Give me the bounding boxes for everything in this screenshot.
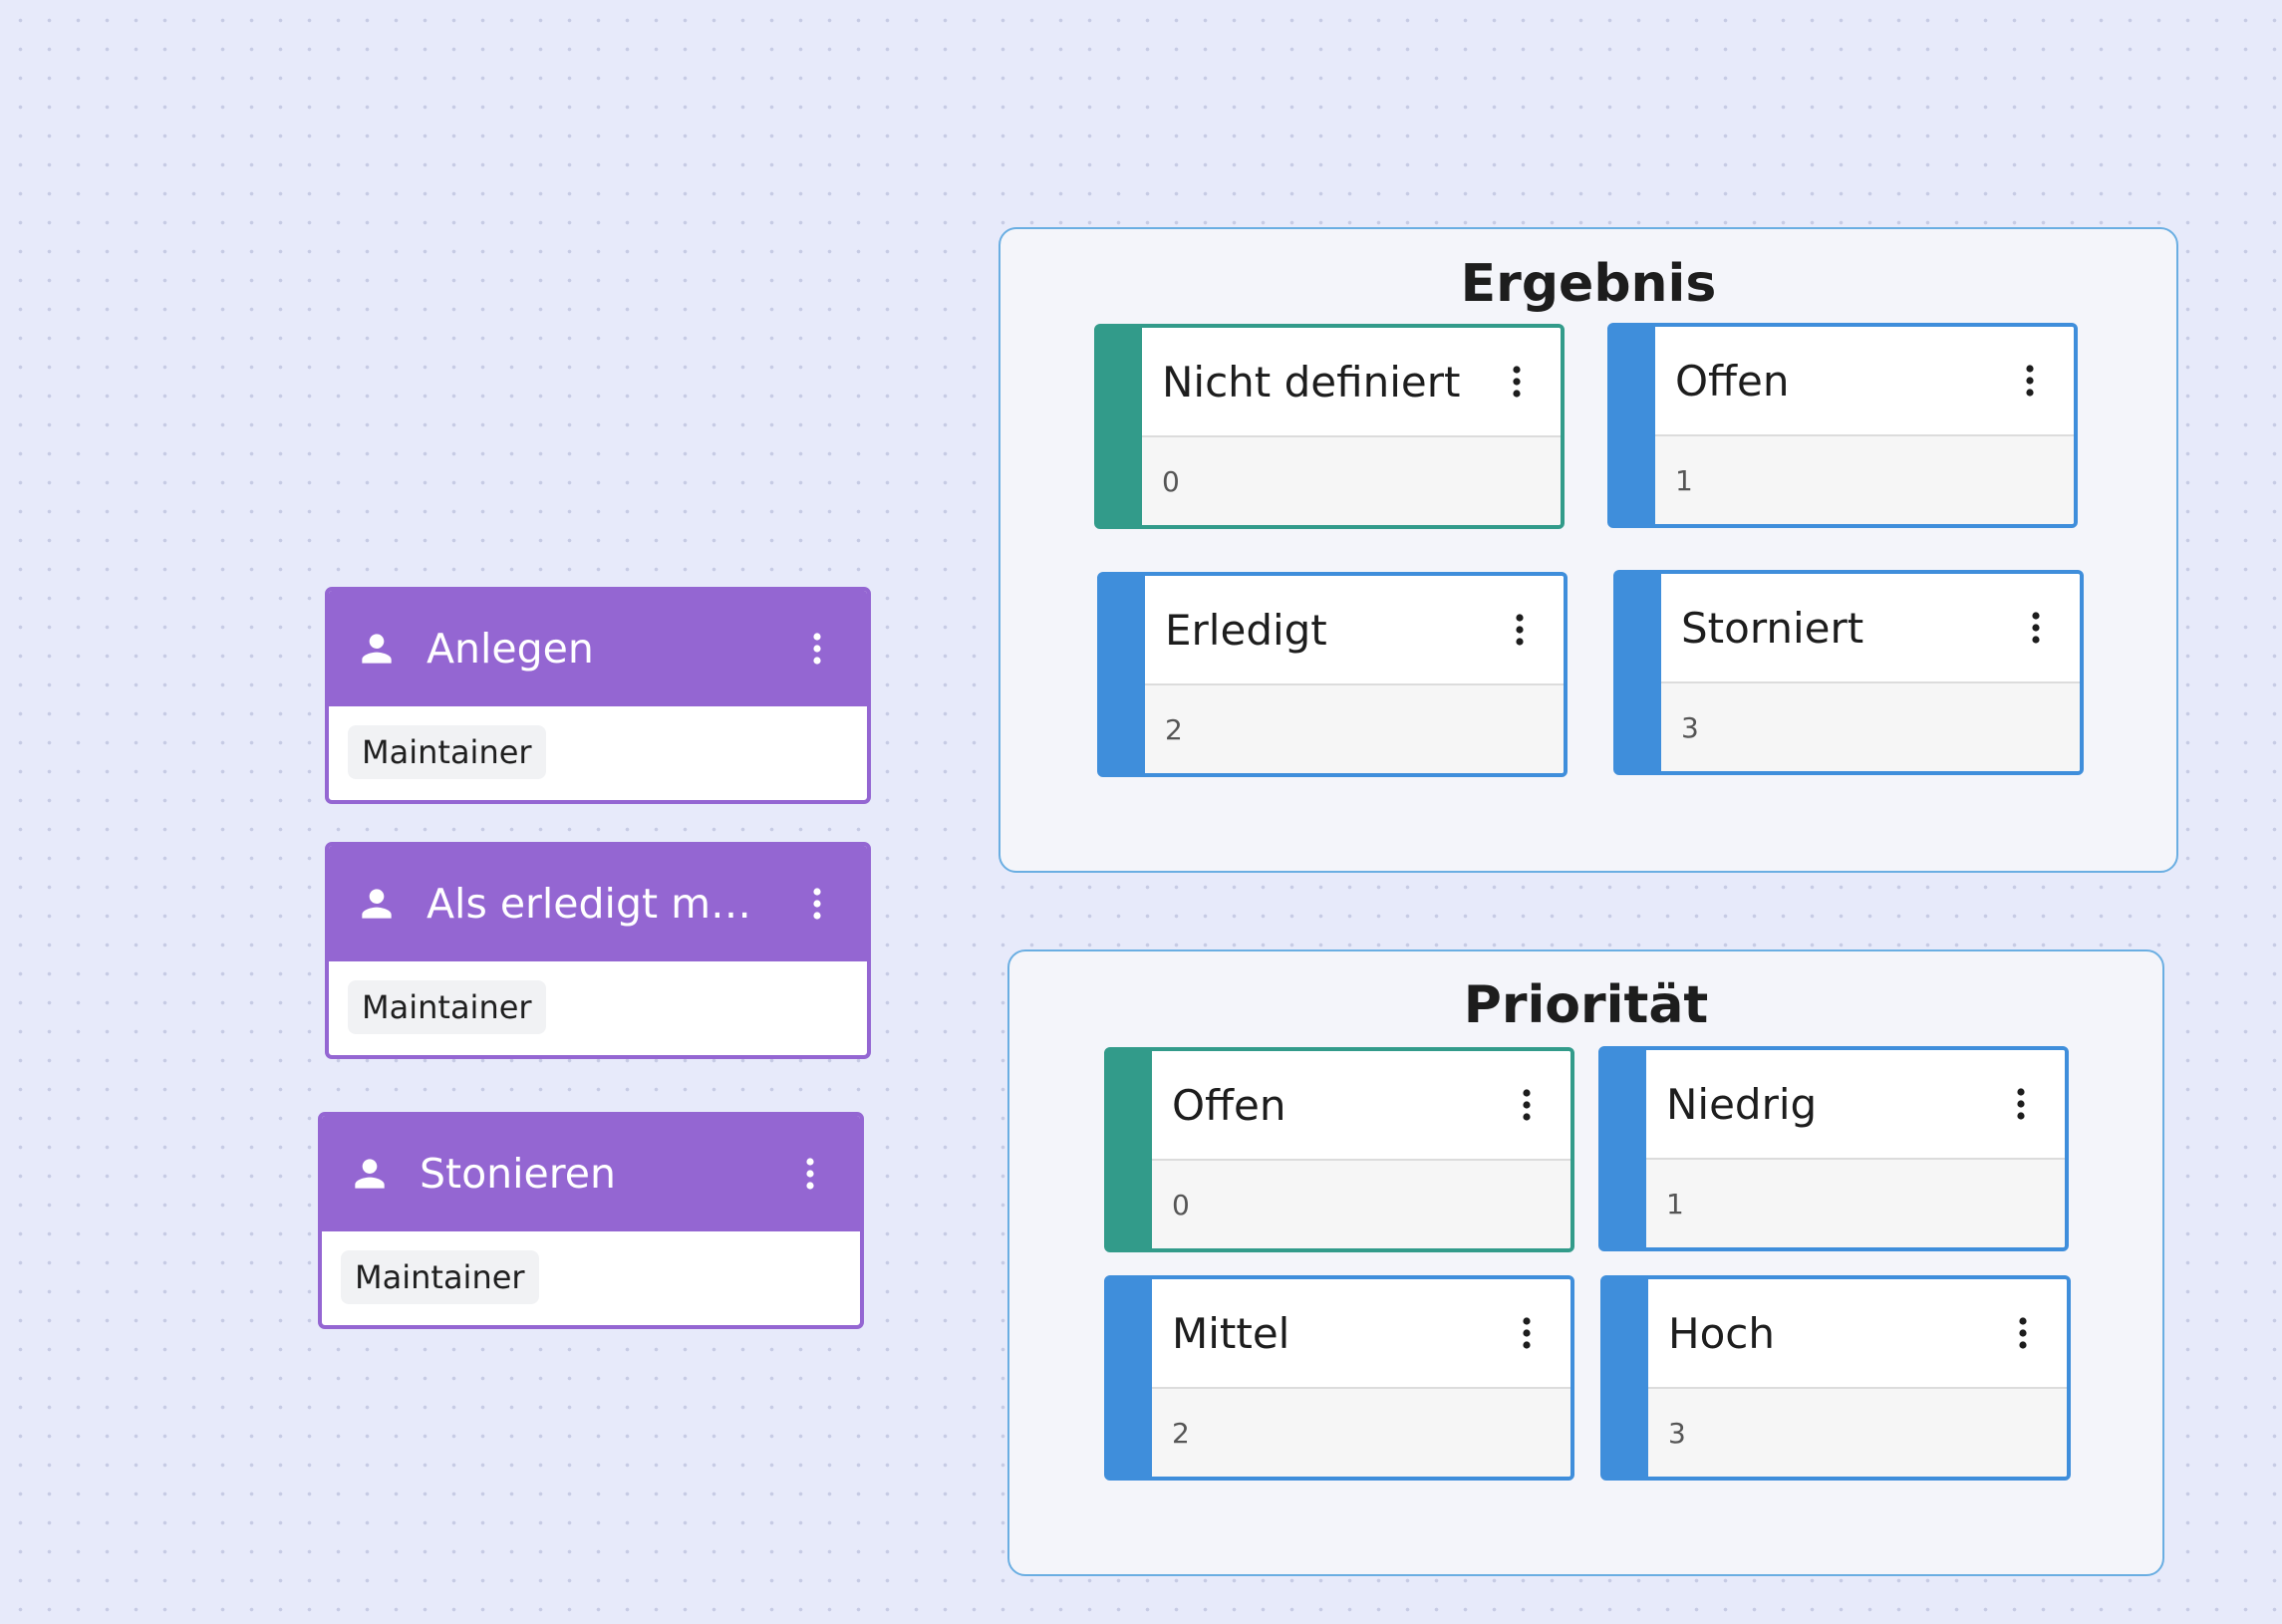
kebab-menu-icon[interactable] xyxy=(1512,610,1528,650)
status-name: Hoch xyxy=(1668,1308,1775,1358)
status-value: 3 xyxy=(1648,1389,2067,1477)
role-chip: Maintainer xyxy=(348,980,546,1034)
person-icon xyxy=(362,634,392,664)
status-card-header: Nicht definiert xyxy=(1142,328,1561,437)
kebab-menu-icon[interactable] xyxy=(2028,608,2044,648)
status-card-offen[interactable]: Offen 1 xyxy=(1607,323,2078,528)
status-value: 2 xyxy=(1145,685,1564,773)
role-chip: Maintainer xyxy=(348,725,546,779)
status-value: 3 xyxy=(1661,683,2080,771)
status-card-header: Storniert xyxy=(1661,574,2080,683)
status-value: 0 xyxy=(1142,437,1561,525)
status-value: 1 xyxy=(1646,1160,2065,1247)
status-value: 2 xyxy=(1152,1389,1570,1477)
person-icon xyxy=(355,1159,385,1189)
status-card-niedrig[interactable]: Niedrig 1 xyxy=(1598,1046,2069,1251)
group-title: Ergebnis xyxy=(1460,254,1717,314)
kebab-menu-icon[interactable] xyxy=(2022,361,2038,401)
status-name: Storniert xyxy=(1681,603,1864,653)
kebab-menu-icon[interactable] xyxy=(1509,362,1525,402)
status-card-erledigt[interactable]: Erledigt 2 xyxy=(1097,572,1568,777)
status-name: Mittel xyxy=(1172,1308,1290,1358)
person-icon xyxy=(362,889,392,919)
action-node-body: Maintainer xyxy=(329,961,867,1055)
status-card-header: Offen xyxy=(1152,1051,1570,1161)
status-card-mittel[interactable]: Mittel 2 xyxy=(1104,1275,1574,1481)
action-node-body: Maintainer xyxy=(322,1231,860,1325)
action-node-body: Maintainer xyxy=(329,706,867,800)
status-card-nicht-definiert[interactable]: Nicht definiert 0 xyxy=(1094,324,1565,529)
status-card-header: Erledigt xyxy=(1145,576,1564,685)
kebab-menu-icon[interactable] xyxy=(2015,1313,2031,1353)
status-card-hoch[interactable]: Hoch 3 xyxy=(1600,1275,2071,1481)
role-chip: Maintainer xyxy=(341,1250,539,1304)
status-value: 0 xyxy=(1152,1161,1570,1248)
kebab-menu-icon[interactable] xyxy=(809,629,825,669)
kebab-menu-icon[interactable] xyxy=(809,884,825,924)
action-title: Anlegen xyxy=(427,625,594,673)
kebab-menu-icon[interactable] xyxy=(1519,1085,1535,1125)
action-node-stonieren[interactable]: Stonieren Maintainer xyxy=(318,1112,864,1329)
status-card-header: Mittel xyxy=(1152,1279,1570,1389)
group-ergebnis[interactable]: Ergebnis Nicht definiert 0 Offen 1 Erled… xyxy=(998,227,2178,873)
status-name: Nicht definiert xyxy=(1162,357,1461,406)
status-card-offen[interactable]: Offen 0 xyxy=(1104,1047,1574,1252)
status-card-header: Offen xyxy=(1655,327,2074,436)
action-node-anlegen[interactable]: Anlegen Maintainer xyxy=(325,587,871,804)
status-name: Offen xyxy=(1675,356,1790,406)
action-node-als-erledigt-markieren[interactable]: Als erledigt markieren Maintainer xyxy=(325,842,871,1059)
status-name: Niedrig xyxy=(1666,1079,1818,1129)
status-name: Offen xyxy=(1172,1080,1286,1130)
action-node-header: Anlegen xyxy=(329,591,867,706)
kebab-menu-icon[interactable] xyxy=(2013,1084,2029,1124)
group-prioritaet[interactable]: Priorität Offen 0 Niedrig 1 Mittel 2 xyxy=(1007,949,2164,1576)
status-value: 1 xyxy=(1655,436,2074,524)
kebab-menu-icon[interactable] xyxy=(802,1154,818,1194)
status-card-storniert[interactable]: Storniert 3 xyxy=(1613,570,2084,775)
action-node-header: Als erledigt markieren xyxy=(329,846,867,961)
kebab-menu-icon[interactable] xyxy=(1519,1313,1535,1353)
status-name: Erledigt xyxy=(1165,605,1327,655)
status-card-header: Niedrig xyxy=(1646,1050,2065,1160)
action-title: Als erledigt markieren xyxy=(427,880,775,928)
action-node-header: Stonieren xyxy=(322,1116,860,1231)
status-card-header: Hoch xyxy=(1648,1279,2067,1389)
action-title: Stonieren xyxy=(420,1150,616,1198)
group-title: Priorität xyxy=(1463,975,1709,1035)
